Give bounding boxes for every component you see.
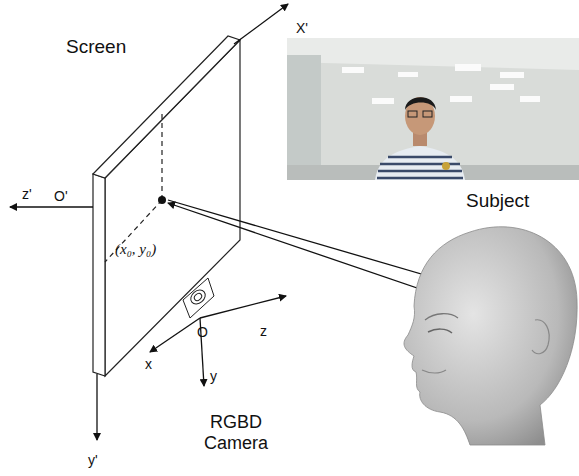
screen-axes (10, 4, 288, 440)
axis-label: x (145, 356, 152, 372)
subject-photo (287, 38, 579, 180)
axis-label: y' (88, 452, 98, 468)
subject-head (404, 227, 577, 445)
camera-axes (150, 296, 286, 386)
coordinate-label: (x₀, y₀) (115, 241, 156, 258)
gaze-point (105, 110, 166, 262)
part-name: Screen (66, 36, 126, 58)
axis-label: X' (296, 20, 308, 36)
rgbd-camera (183, 278, 214, 318)
axis-label: y (210, 368, 217, 384)
axis-label: z (260, 323, 267, 339)
screen-panel (93, 36, 240, 376)
origin-label: O' (54, 188, 68, 204)
axis-label: z' (22, 186, 32, 202)
part-name: Subject (466, 190, 529, 212)
part-name: RGBD Camera (196, 412, 276, 453)
origin-label: O (197, 324, 208, 340)
